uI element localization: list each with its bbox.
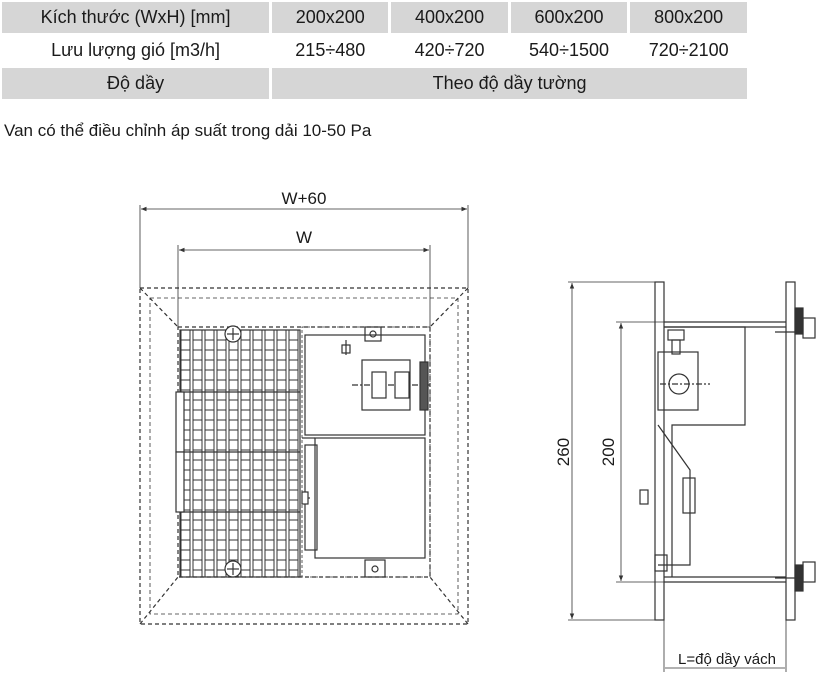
table-cell: 600x200 xyxy=(507,2,628,33)
dimension-label-total-height: 260 xyxy=(554,438,573,466)
dimension-label-outer-width: W+60 xyxy=(282,189,327,208)
table-row-airflow: Lưu lượng gió [m3/h] 215÷480 420÷720 540… xyxy=(2,33,747,66)
table-cell-merged: Theo độ dầy tường xyxy=(269,66,747,99)
dimension-label-inner-width: W xyxy=(296,228,312,247)
outer-frame xyxy=(139,287,469,625)
dimension-label-inner-height: 200 xyxy=(599,438,618,466)
row-header-size: Kích thước (WxH) [mm] xyxy=(2,2,270,33)
table-cell: 400x200 xyxy=(388,2,508,33)
table-row-size: Kích thước (WxH) [mm] 200x200 400x200 60… xyxy=(2,2,747,33)
grille-slats xyxy=(179,329,301,578)
table-cell: 720÷2100 xyxy=(627,33,747,66)
front-flange xyxy=(654,281,665,621)
row-header-thickness: Độ dầy xyxy=(2,66,270,99)
table-row-thickness: Độ dầy Theo độ dầy tường xyxy=(2,66,747,99)
table-cell: 540÷1500 xyxy=(507,33,628,66)
table-cell: 215÷480 xyxy=(269,33,389,66)
row-header-airflow: Lưu lượng gió [m3/h] xyxy=(2,33,270,66)
rear-flange xyxy=(785,281,796,621)
dimension-label-length: L=độ dầy vách xyxy=(678,651,776,668)
table-cell: 800x200 xyxy=(627,2,747,33)
pressure-note: Van có thể điều chỉnh áp suất trong dải … xyxy=(4,121,372,140)
front-view xyxy=(139,205,469,625)
table-cell: 420÷720 xyxy=(388,33,508,66)
spec-table: Kích thước (WxH) [mm] 200x200 400x200 60… xyxy=(2,2,747,99)
side-view xyxy=(568,281,816,672)
table-cell: 200x200 xyxy=(269,2,389,33)
damper-flap xyxy=(314,437,426,559)
